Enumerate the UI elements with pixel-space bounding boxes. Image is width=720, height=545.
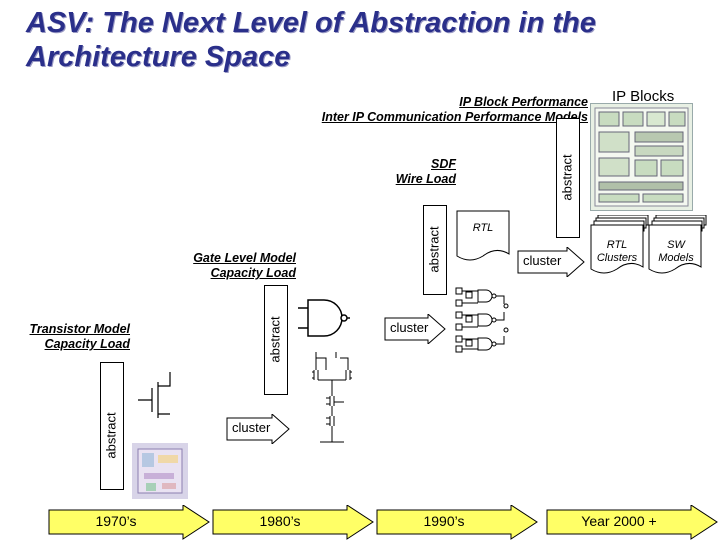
sdf-wire-load-label: SDF Wire Load [378, 157, 456, 187]
abstract-label-2: abstract [267, 316, 283, 363]
abstract-label-1: abstract [103, 412, 119, 459]
nand-gate [296, 298, 350, 338]
timeline-arrow-1990s: 1990’s [376, 504, 538, 540]
transistor-symbol [136, 370, 184, 420]
gate-level-text: Gate Level Model [193, 251, 296, 265]
rtl-clusters-label-2: Clusters [596, 252, 638, 264]
rtl-label: RTL [472, 222, 494, 234]
ip-block-performance-text: IP Block Performance [459, 95, 588, 109]
ip-blocks-label: IP Blocks [612, 88, 675, 105]
cluster-arrow-3-shape [517, 245, 585, 279]
rtl-clusters-stack: RTL Clusters [590, 214, 650, 277]
cluster-label-1: cluster [232, 420, 271, 435]
timeline-label-1980s: 1980’s [259, 513, 301, 529]
timeline-arrow-1980s: 1980’s [212, 504, 374, 540]
cluster-arrow-2: cluster [384, 312, 446, 346]
cluster-arrow-2-shape [384, 312, 446, 346]
transistor-capacity-text: Capacity Load [44, 337, 130, 351]
transistor-text: Transistor Model [29, 322, 130, 336]
rtl-document: RTL [456, 210, 512, 266]
sw-models-stack: SW Models [648, 214, 708, 277]
cluster-label-2: cluster [390, 320, 429, 335]
transistor-label: Transistor Model Capacity Load [8, 322, 130, 352]
rtl-clusters-label-1: RTL [606, 239, 628, 251]
abstract-bar-4 [556, 118, 580, 238]
abstract-bar-3 [423, 205, 447, 295]
cluster-arrow-1-shape [226, 412, 290, 446]
transistor-circuit-icon [312, 352, 352, 443]
cluster-arrow-1: cluster [226, 412, 290, 446]
ip-perf-label: IP Block Performance Inter IP Communicat… [288, 95, 588, 125]
gate-level-label: Gate Level Model Capacity Load [170, 251, 296, 281]
layout-photo-icon [132, 443, 188, 499]
logic-gates-icon [455, 287, 509, 353]
rtl-document-icon [456, 210, 510, 261]
timeline-label-1990s: 1990’s [423, 513, 465, 529]
sw-models-icon [648, 214, 707, 274]
sw-models-label-1: SW [667, 239, 685, 251]
inter-ip-text: Inter IP Communication Performance Model… [321, 110, 588, 124]
abstract-label-4: abstract [559, 154, 575, 201]
gate-capacity-text: Capacity Load [210, 266, 296, 280]
cluster-arrow-3: cluster [517, 245, 585, 279]
transistor-circuit [300, 350, 364, 448]
sw-models-label-2: Models [658, 252, 694, 264]
timeline-arrow-1970s-shape [48, 504, 210, 540]
timeline-label-1970s: 1970’s [95, 513, 137, 529]
title-line-1: ASV: The Next Level of Abstraction in th… [26, 7, 596, 39]
transistor-symbol-icon [138, 372, 171, 418]
timeline-arrow-2000-shape [546, 504, 718, 540]
timeline-arrow-1970s: 1970’s [48, 504, 210, 540]
wire-load-text: Wire Load [395, 172, 456, 186]
abstract-label-3: abstract [426, 226, 442, 273]
sdf-text: SDF [431, 157, 456, 171]
timeline-arrow-2000: Year 2000 + [546, 504, 718, 540]
timeline-arrow-1980s-shape [212, 504, 374, 540]
title-line-2: Architecture Space [26, 41, 291, 73]
chip-diagram-icon [594, 107, 689, 207]
rtl-clusters-icon [590, 214, 649, 274]
ip-blocks-chip-image [590, 103, 693, 211]
timeline-label-2000: Year 2000 + [581, 513, 657, 529]
gate-level-circuit [452, 284, 516, 356]
cluster-label-3: cluster [523, 253, 562, 268]
timeline-arrow-1990s-shape [376, 504, 538, 540]
page-title: ASV: The Next Level of Abstraction in th… [26, 6, 596, 74]
chip-layout-photo [132, 443, 188, 499]
abstract-bar-1 [100, 362, 124, 490]
nand-gate-icon [298, 299, 350, 337]
abstract-bar-2 [264, 285, 288, 395]
